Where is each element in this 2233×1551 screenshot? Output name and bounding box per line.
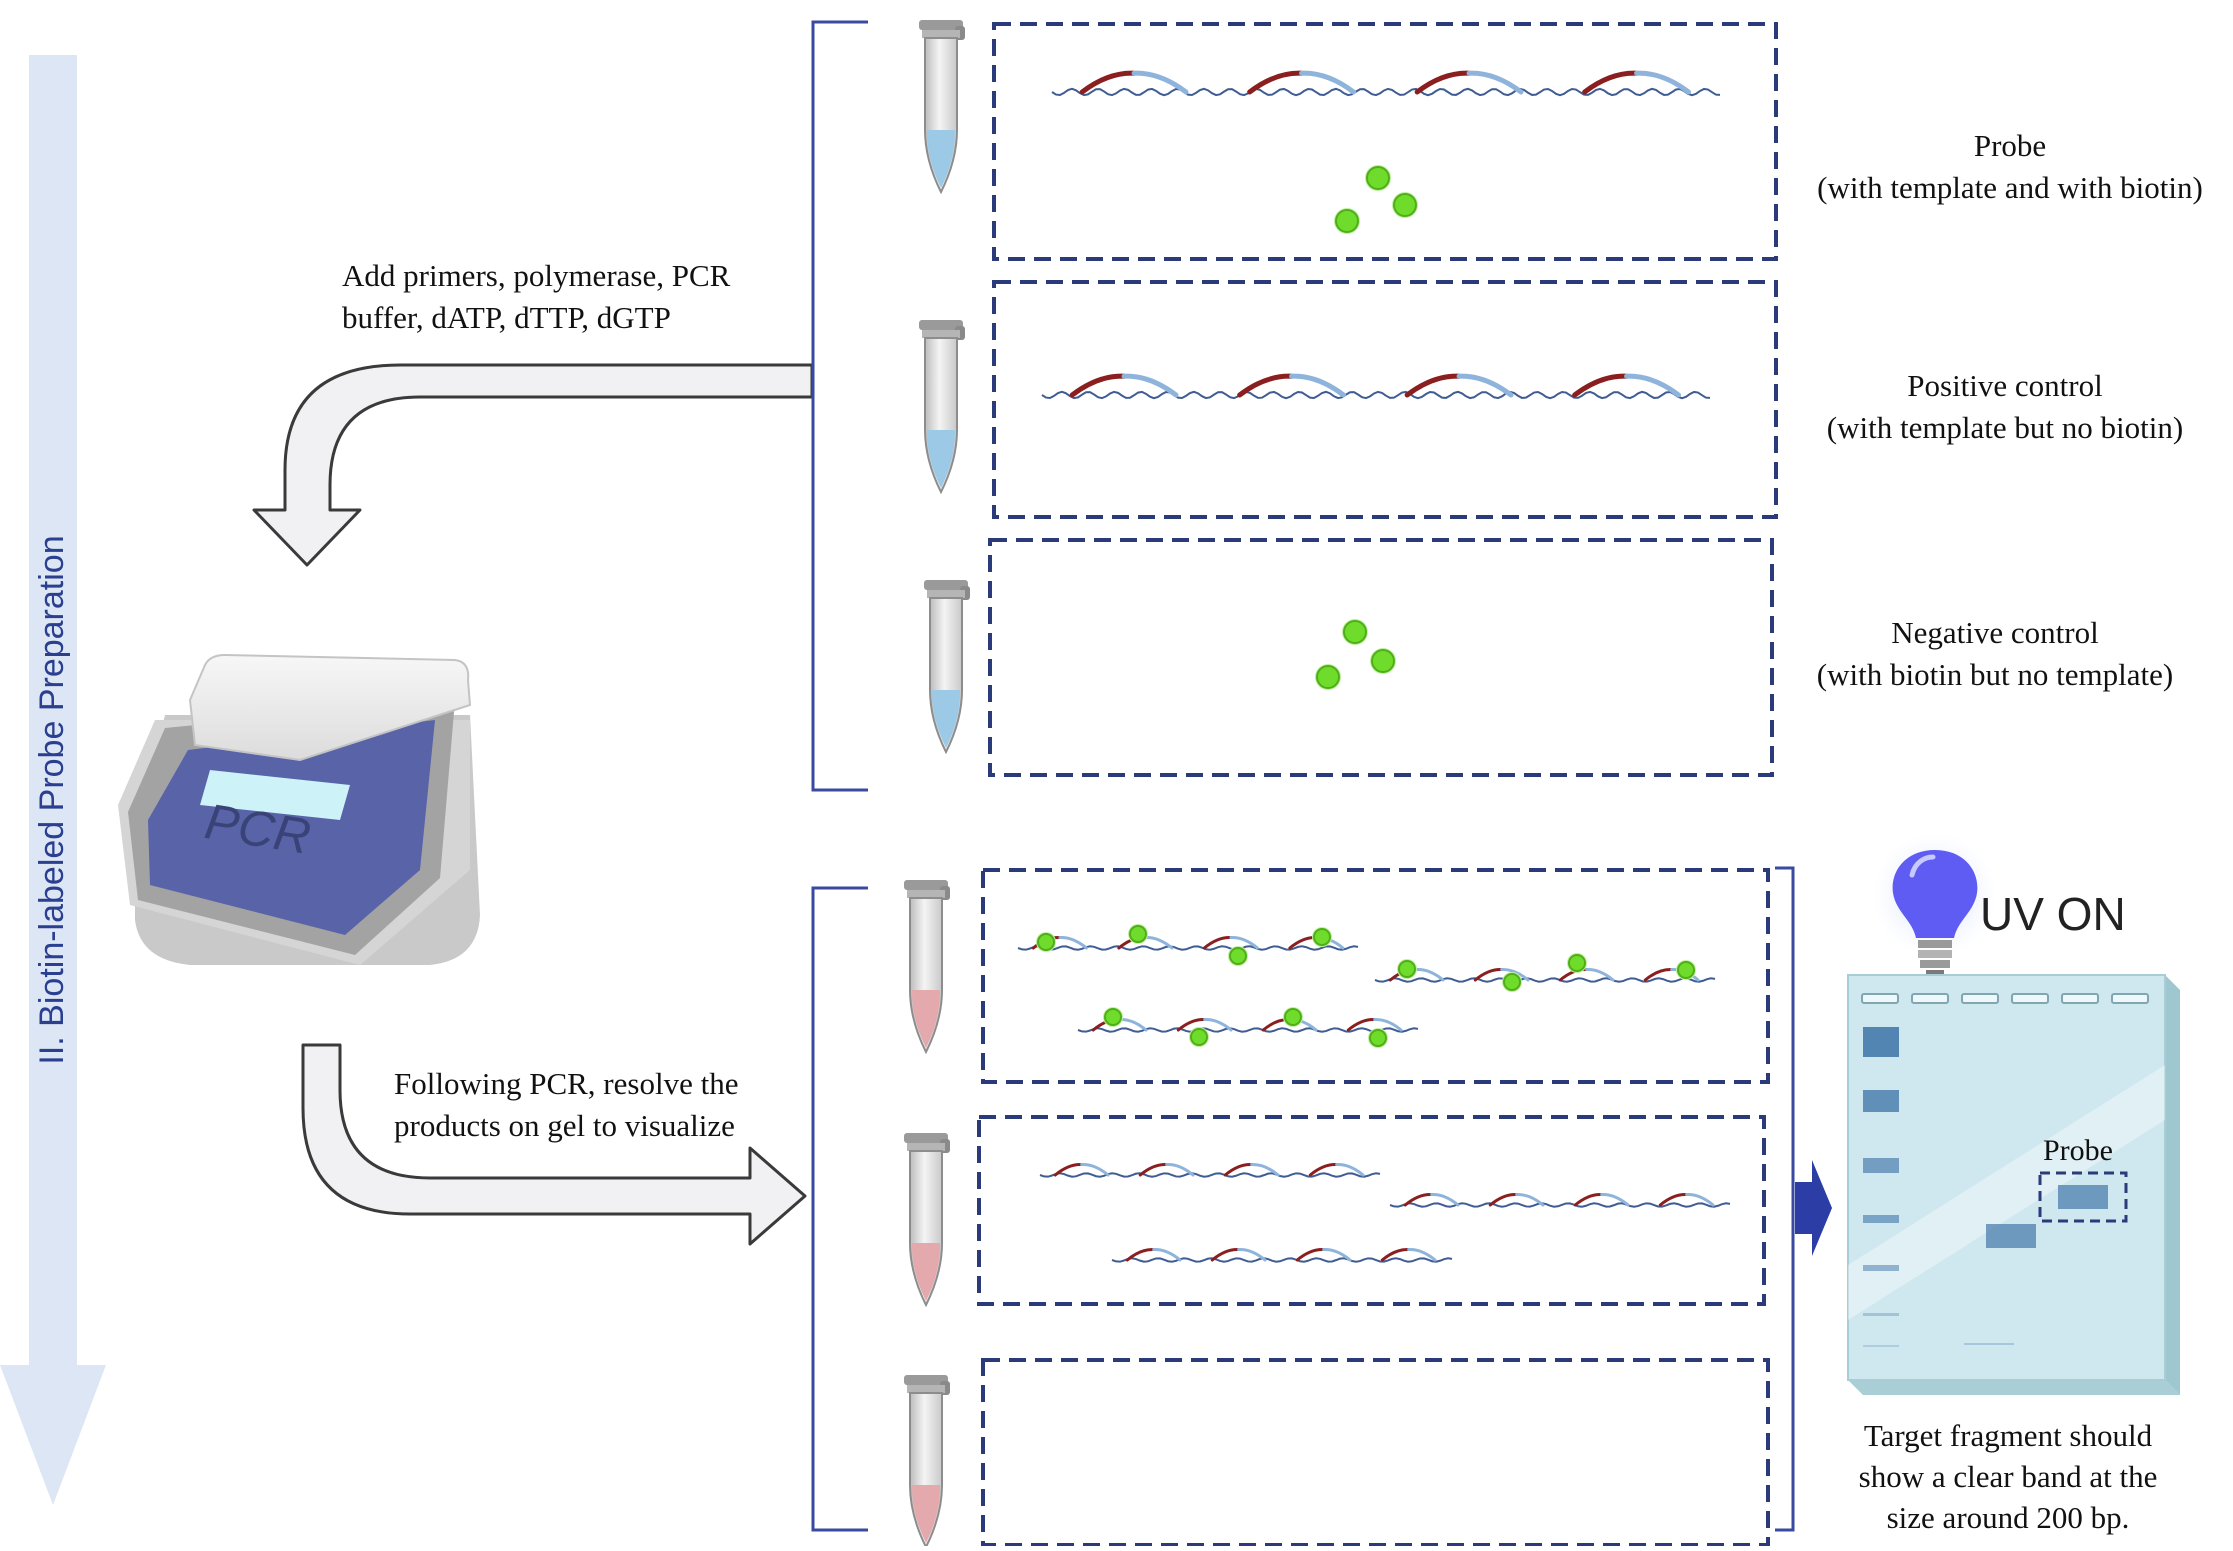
gel-well-3	[1961, 993, 1999, 1004]
dna-group	[1017, 70, 1731, 1263]
label-positive-control: Positive control (with template but no b…	[1785, 365, 2225, 449]
label-positive-name: Positive control	[1907, 368, 2103, 403]
biotin-dot-labeled-9	[1103, 1007, 1123, 1027]
pcr-machine-icon	[118, 653, 480, 965]
gel-wells	[1861, 993, 2149, 1004]
dna-fragment-probe-1	[1017, 936, 1359, 951]
gel-probe-label: Probe	[2043, 1134, 2113, 1167]
gel-band-6	[1863, 1313, 1899, 1316]
uv-bulb-icon	[1873, 833, 1997, 976]
tube-group	[904, 20, 970, 1550]
gel-band-7	[1863, 1345, 1899, 1347]
instruction-bottom-line-1: Following PCR, resolve the	[394, 1066, 739, 1101]
gel-well-4	[2011, 993, 2049, 1004]
gel-band-8	[1964, 1343, 2014, 1345]
gel-band-2	[1863, 1090, 1899, 1112]
dna-fragment-positive-3	[1111, 1248, 1453, 1263]
reaction-box-negative	[988, 538, 1774, 777]
tube-result-negative	[904, 1375, 950, 1550]
curved-arrow-to-pcr	[252, 363, 814, 567]
biotin-dot-labeled-12	[1368, 1028, 1388, 1048]
gel-band-1	[1863, 1027, 1899, 1057]
dna-strand-probe	[1051, 70, 1721, 97]
result-box-negative	[981, 1358, 1770, 1547]
biotin-dot-labeled-1	[1036, 932, 1056, 952]
tube-negative-control	[924, 580, 970, 755]
label-probe-name: Probe	[1973, 128, 2047, 163]
label-probe-detail: (with template and with biotin)	[1817, 170, 2203, 205]
biotin-dot-probe-2	[1392, 192, 1418, 218]
gel-bands	[1863, 1027, 2108, 1347]
instruction-top: Add primers, polymerase, PCR buffer, dAT…	[342, 255, 730, 339]
gel-band-10	[2058, 1185, 2108, 1209]
biotin-dot-labeled-3	[1228, 946, 1248, 966]
dna-fragment-positive-1	[1039, 1163, 1381, 1178]
pcr-machine-label: PCR	[201, 793, 315, 865]
biotin-dot-labeled-7	[1567, 953, 1587, 973]
biotin-dot-negative-3	[1315, 664, 1341, 690]
result-box-probe	[981, 868, 1770, 1084]
biotin-dot-labeled-5	[1397, 959, 1417, 979]
result-note-line-3: size around 200 bp.	[1886, 1500, 2130, 1535]
dna-fragment-probe-2	[1374, 968, 1716, 983]
biotin-dot-probe-3	[1334, 208, 1360, 234]
tube-probe	[919, 20, 965, 195]
instruction-bottom: Following PCR, resolve the products on g…	[394, 1063, 738, 1147]
result-note-line-2: show a clear band at the	[1858, 1459, 2158, 1494]
biotin-dot-labeled-11	[1283, 1007, 1303, 1027]
gel-band-9	[1986, 1224, 2036, 1248]
gel-well-1	[1861, 993, 1899, 1004]
biotin-dot-negative-2	[1370, 648, 1396, 674]
tube-result-probe	[904, 880, 950, 1055]
reaction-bracket-top	[811, 20, 868, 792]
label-probe: Probe (with template and with biotin)	[1790, 125, 2230, 209]
gel-band-3	[1863, 1158, 1899, 1173]
result-bracket-right	[1775, 866, 1795, 1532]
instruction-top-line-2: buffer, dATP, dTTP, dGTP	[342, 300, 671, 335]
side-title: II. Biotin-labeled Probe Preparation	[33, 535, 71, 1065]
biotin-group	[1036, 165, 1696, 1048]
label-positive-detail: (with template but no biotin)	[1826, 410, 2184, 445]
curved-arrow-to-results	[301, 1043, 807, 1246]
uv-label: UV ON	[1980, 888, 2126, 940]
dna-fragment-probe-3	[1077, 1018, 1419, 1033]
biotin-dot-labeled-10	[1189, 1027, 1209, 1047]
biotin-dot-labeled-4	[1312, 927, 1332, 947]
vertical-progress-arrow	[0, 55, 106, 1505]
dna-strand-positive	[1041, 373, 1711, 400]
gel-well-5	[2061, 993, 2099, 1004]
result-note: Target fragment should show a clear band…	[1808, 1415, 2208, 1538]
probe-band-highlight	[2038, 1171, 2128, 1223]
instruction-top-line-1: Add primers, polymerase, PCR	[342, 258, 731, 293]
tube-result-positive	[904, 1133, 950, 1308]
biotin-dot-labeled-6	[1502, 972, 1522, 992]
gel-well-6	[2111, 993, 2149, 1004]
label-negative-detail: (with biotin but no template)	[1816, 657, 2174, 692]
arrow-to-gel	[1795, 1160, 1832, 1256]
label-negative-control: Negative control (with biotin but no tem…	[1775, 612, 2215, 696]
result-note-line-1: Target fragment should	[1863, 1418, 2153, 1453]
biotin-dot-labeled-2	[1128, 924, 1148, 944]
gel-band-4	[1863, 1215, 1899, 1223]
gel-band-5	[1863, 1265, 1899, 1271]
biotin-dot-negative-1	[1342, 619, 1368, 645]
result-bracket-bottom	[811, 886, 868, 1532]
reaction-box-positive	[992, 280, 1778, 519]
gel-well-2	[1911, 993, 1949, 1004]
tube-positive-control	[919, 320, 965, 495]
reaction-box-probe	[992, 22, 1778, 261]
dna-fragment-positive-2	[1389, 1193, 1731, 1208]
instruction-bottom-line-2: products on gel to visualize	[394, 1108, 735, 1143]
label-negative-name: Negative control	[1891, 615, 2099, 650]
result-box-positive	[977, 1115, 1766, 1306]
biotin-dot-labeled-8	[1676, 960, 1696, 980]
biotin-dot-probe-1	[1365, 165, 1391, 191]
gel-image	[1847, 974, 2180, 1395]
